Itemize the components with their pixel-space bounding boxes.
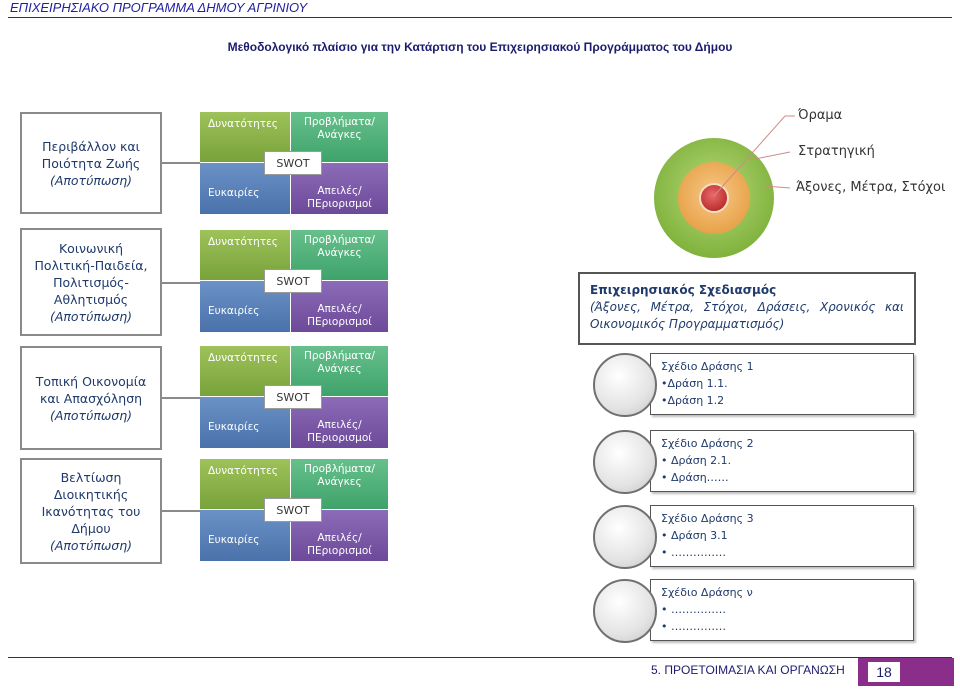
action-item: • Δράση 2.1. [661,454,732,467]
action-item: •Δράση 1.1. [661,377,728,390]
area-label-line: Βελτίωση [60,469,122,485]
area-label-line: Αθλητισμός [53,291,129,307]
operational-planning-box: Επιχειρησιακός Σχεδιασμός (Άξονες, Μέτρα… [578,272,916,345]
page-number: 18 [868,662,900,682]
connector-line [162,510,200,512]
area-note: (Αποτύπωση) [49,308,133,324]
action-plan-circle [593,430,657,494]
area-label-line: Περιβάλλον και [42,138,140,154]
target-label-strategy: Στρατηγική [798,144,875,159]
area-label-line: Ικανότητας του [41,503,141,519]
area-note: (Αποτύπωση) [49,537,133,553]
swot-center-label: SWOT [264,498,322,522]
action-plan-title: Σχέδιο Δράσης 2 [661,437,754,450]
footer-rule [8,657,952,658]
action-plan-box: Σχέδιο Δράσης 1 •Δράση 1.1. •Δράση 1.2 [650,353,914,415]
target-label-axes: Άξονες, Μέτρα, Στόχοι [796,180,946,195]
area-note: (Αποτύπωση) [49,172,133,188]
swot-weaknesses: Προβλήματα/ Ανάγκες [291,346,388,397]
area-label-line: Ποιότητα Ζωής [41,155,141,171]
swot-weaknesses: Προβλήματα/ Ανάγκες [291,112,388,163]
swot-center-label: SWOT [264,269,322,293]
action-item: • …………… [661,546,726,559]
action-item: • …………… [661,620,726,633]
area-box-administrative-capacity: Βελτίωση Διοικητικής Ικανότητας του Δήμο… [20,458,162,564]
action-plan-circle [593,505,657,569]
target-label-vision: Όραμα [798,108,843,123]
action-plan-box: Σχέδιο Δράσης ν • …………… • …………… [650,579,914,641]
area-label-line: Κοινωνική [58,240,124,256]
plan-subtitle-line: (Άξονες, Μέτρα, Στόχοι, Δράσεις, Χρονικό… [590,300,904,314]
action-plan-circle [593,353,657,417]
area-label-line: και Απασχόληση [39,390,143,406]
plan-subtitle-line: Οικονομικός Προγραμματισμός) [590,317,785,331]
footer-section-title: 5. ΠΡΟΕΤΟΙΜΑΣΙΑ ΚΑΙ ΟΡΓΑΝΩΣΗ [651,663,845,677]
action-item: • Δράση 3.1 [661,529,728,542]
action-plan-box: Σχέδιο Δράσης 2 • Δράση 2.1. • Δράση…… [650,430,914,492]
plan-title: Επιχειρησιακός Σχεδιασμός [590,283,777,297]
action-item: • …………… [661,603,726,616]
area-box-social-policy: Κοινωνική Πολιτική-Παιδεία, Πολιτισμός- … [20,228,162,336]
swot-center-label: SWOT [264,151,322,175]
swot-strengths: Δυνατότητες [200,459,291,510]
area-label-line: Τοπική Οικονομία [35,373,147,389]
area-note: (Αποτύπωση) [49,407,133,423]
action-plan-title: Σχέδιο Δράσης 1 [661,360,754,373]
swot-strengths: Δυνατότητες [200,230,291,281]
page-subtitle: Μεθοδολογικό πλαίσιο για την Κατάρτιση τ… [227,40,733,54]
swot-center-label: SWOT [264,385,322,409]
swot-matrix-4: Δυνατότητες Προβλήματα/ Ανάγκες Ευκαιρίε… [200,459,388,561]
document-header: ΕΠΙΧΕΙΡΗΣΙΑΚΟ ΠΡΟΓΡΑΜΜΑ ΔΗΜΟΥ ΑΓΡΙΝΙΟΥ [10,0,308,15]
action-item: •Δράση 1.2 [661,394,725,407]
action-plan-title: Σχέδιο Δράσης ν [661,586,753,599]
area-label-line: Διοικητικής [53,486,129,502]
header-rule [8,17,952,18]
connector-line [162,162,200,164]
swot-matrix-3: Δυνατότητες Προβλήματα/ Ανάγκες Ευκαιρίε… [200,346,388,448]
area-box-local-economy: Τοπική Οικονομία και Απασχόληση (Αποτύπω… [20,346,162,450]
area-label-line: Πολιτική-Παιδεία, [34,257,148,273]
action-plan-title: Σχέδιο Δράσης 3 [661,512,754,525]
page-number-badge: 18 [858,658,954,686]
area-label-line: Δήμου [71,520,111,536]
action-item: • Δράση…… [661,471,729,484]
swot-matrix-2: Δυνατότητες Προβλήματα/ Ανάγκες Ευκαιρίε… [200,230,388,332]
target-diagram [654,138,774,258]
area-label-line: Πολιτισμός- [53,274,129,290]
connector-line [162,397,200,399]
connector-line [162,282,200,284]
action-plan-circle [593,579,657,643]
target-bullseye [699,183,729,213]
area-box-environment: Περιβάλλον και Ποιότητα Ζωής (Αποτύπωση) [20,112,162,214]
action-plan-box: Σχέδιο Δράσης 3 • Δράση 3.1 • …………… [650,505,914,567]
swot-matrix-1: Δυνατότητες Προβλήματα/ Ανάγκες Ευκαιρίε… [200,112,388,214]
